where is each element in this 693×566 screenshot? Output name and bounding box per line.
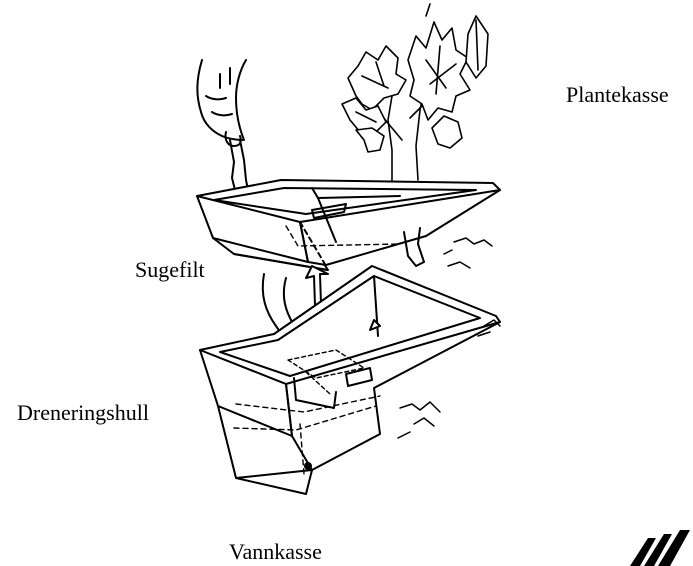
label-wick: Sugefilt [135, 257, 205, 283]
label-water-box: Vannkasse [229, 539, 322, 565]
drain-hole [305, 463, 311, 469]
logo-mark-icon [628, 528, 693, 566]
label-drain-hole: Dreneringshull [17, 400, 149, 426]
plant-box [197, 180, 500, 270]
label-plant-box: Plantekasse [566, 82, 669, 108]
plant-icon [342, 4, 488, 180]
water-box [200, 266, 500, 494]
hand-icon [197, 60, 250, 202]
